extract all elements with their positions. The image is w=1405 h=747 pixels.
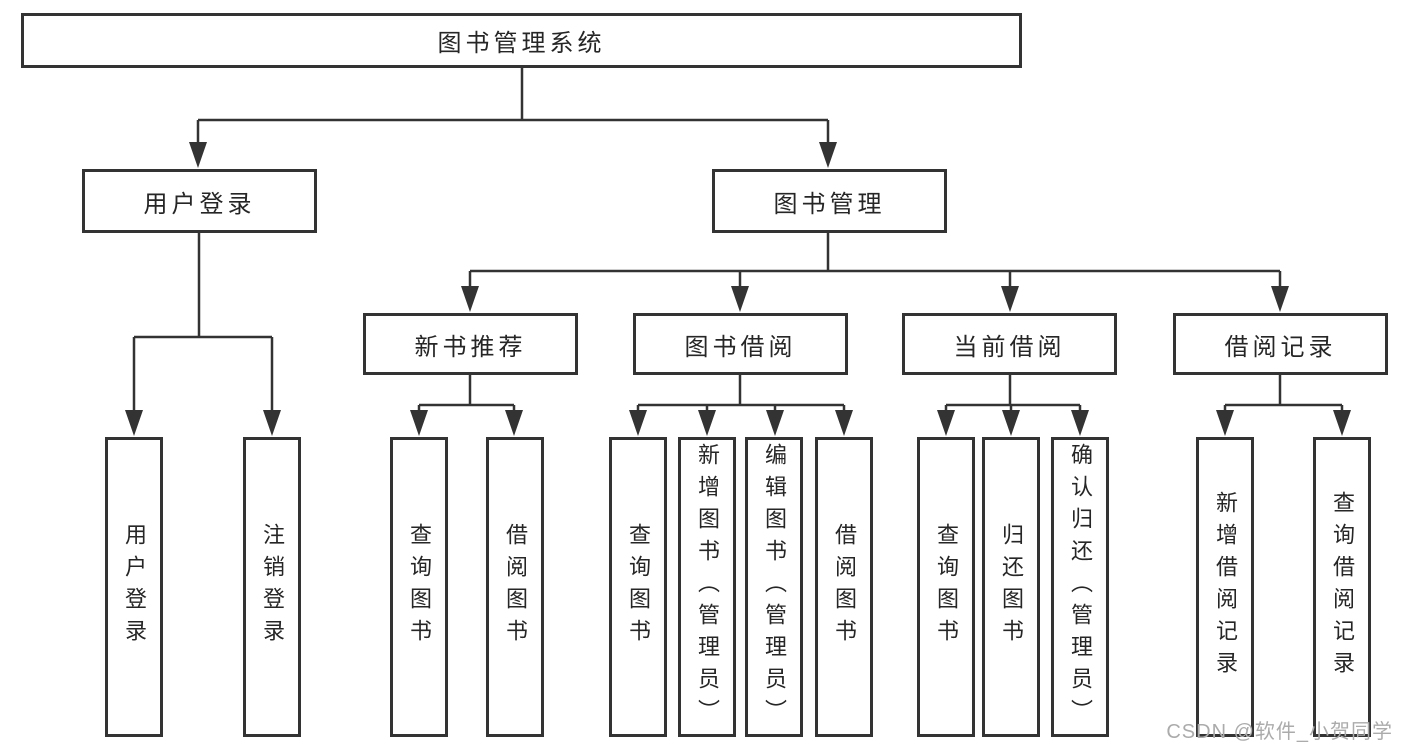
node-label: 当前借阅 — [953, 333, 1066, 361]
csdn-watermark: CSDN @软件_小贺同学 — [1166, 721, 1393, 743]
node-book-management: 图书管理 — [712, 169, 947, 233]
node-new-book-recommend: 新书推荐 — [363, 313, 578, 375]
leaf-edit-books-admin: 编辑图书（管理员） — [745, 437, 803, 737]
leaf-return-books: 归还图书 — [982, 437, 1040, 737]
node-label: 新增借阅记录 — [1213, 491, 1238, 683]
leaf-recommend-borrow-books: 借阅图书 — [486, 437, 544, 737]
node-user-login: 用户登录 — [82, 169, 317, 233]
leaf-current-query-books: 查询图书 — [917, 437, 975, 737]
node-label: 查询图书 — [934, 523, 959, 651]
node-label: 借阅记录 — [1224, 333, 1337, 361]
leaf-query-borrow-record: 查询借阅记录 — [1313, 437, 1371, 737]
node-label: 借阅图书 — [832, 523, 857, 651]
leaf-logout: 注销登录 — [243, 437, 301, 737]
node-label: 查询图书 — [626, 523, 651, 651]
node-label: 新增图书（管理员） — [695, 443, 720, 731]
node-label: 图书借阅 — [684, 333, 797, 361]
node-current-borrow: 当前借阅 — [902, 313, 1117, 375]
node-label: 借阅图书 — [503, 523, 528, 651]
node-root-system: 图书管理系统 — [21, 13, 1022, 68]
node-label: 新书推荐 — [414, 333, 527, 361]
node-label: 编辑图书（管理员） — [762, 443, 787, 731]
node-label: 图书管理 — [773, 190, 886, 218]
node-label: 注销登录 — [260, 523, 285, 651]
leaf-add-borrow-record: 新增借阅记录 — [1196, 437, 1254, 737]
node-label: 用户登录 — [143, 190, 256, 218]
leaf-borrow-books: 借阅图书 — [815, 437, 873, 737]
node-label: 查询借阅记录 — [1330, 491, 1355, 683]
leaf-recommend-query-books: 查询图书 — [390, 437, 448, 737]
leaf-user-login: 用户登录 — [105, 437, 163, 737]
leaf-borrow-query-books: 查询图书 — [609, 437, 667, 737]
node-label: 归还图书 — [999, 523, 1024, 651]
node-borrow-records: 借阅记录 — [1173, 313, 1388, 375]
leaf-add-books-admin: 新增图书（管理员） — [678, 437, 736, 737]
node-label: 图书管理系统 — [437, 30, 606, 57]
node-label: 确认归还（管理员） — [1068, 443, 1093, 731]
node-label: 查询图书 — [407, 523, 432, 651]
node-label: 用户登录 — [122, 523, 147, 651]
node-book-borrow: 图书借阅 — [633, 313, 848, 375]
leaf-confirm-return-admin: 确认归还（管理员） — [1051, 437, 1109, 737]
